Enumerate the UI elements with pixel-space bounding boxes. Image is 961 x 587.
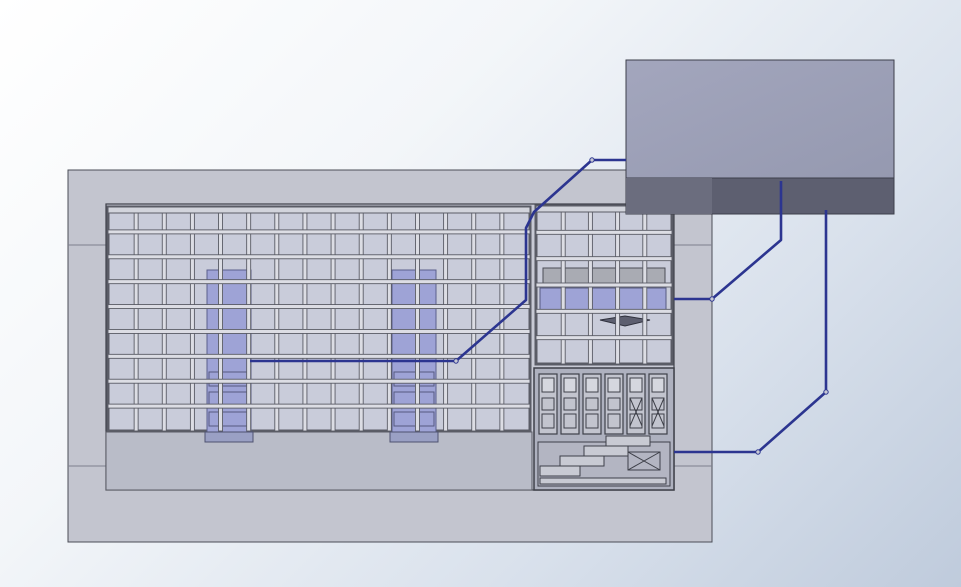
cabinet-slot-head [563,377,577,393]
support-bracket [393,411,435,427]
cabinet-slot-module [607,413,621,429]
cabinet-slot-head [585,377,599,393]
cabinet-step [539,465,581,477]
grid-beam-vertical [330,206,336,432]
cable-nodes [453,157,829,455]
cable-node [589,157,595,163]
cable-node [709,296,715,302]
cabinet-slot-head [629,377,643,393]
cabinet-cross-brace [629,397,643,427]
cable-2[interactable] [674,181,783,301]
cabinet-step [559,455,605,467]
cable-node [453,358,459,364]
grid-beam-horizontal [107,279,531,285]
grid-beam-horizontal [107,304,531,310]
small-grid-frame[interactable] [534,204,674,366]
cabinet-slot-module [651,397,665,411]
large-grid-border [106,205,532,433]
small-grid-beam-horizontal [535,335,673,341]
grid-beam-vertical [133,206,139,432]
grid-beam-horizontal [107,378,531,384]
equipment-cabinet[interactable] [533,367,675,491]
grid-beam-horizontal [107,229,531,235]
small-grid-beam-horizontal [535,308,673,314]
cabinet-slot-module [563,413,577,429]
cabinet-slot-module [585,397,599,411]
cabinet-slot-head [607,377,621,393]
cabinet-step [583,445,629,457]
cable-node [755,449,761,455]
cabinet-slot-module [541,397,555,411]
grid-beam-vertical [386,206,392,432]
cabinet-slot-module [651,413,665,429]
grid-beam-vertical [471,206,477,432]
grid-beam-vertical [189,206,195,432]
control-box[interactable] [625,59,895,215]
grid-beam-vertical [443,206,449,432]
grid-beam-vertical [415,206,420,432]
support-foot-2 [389,431,439,443]
cabinet-slot-head [541,377,555,393]
cabinet-slot-module [541,413,555,429]
grid-beam-vertical [246,206,252,432]
cable-3[interactable] [674,210,828,454]
grid-beam-vertical [274,206,280,432]
cabinet-lower-frame [627,451,661,471]
grid-beam-vertical [161,206,167,432]
cabinet-lower-brace [627,451,661,471]
small-grid-beam-horizontal [535,256,673,262]
grid-beam-vertical [358,206,364,432]
cabinet-step [605,435,651,447]
cable-node [823,389,829,395]
grid-beam-horizontal [107,353,531,359]
cabinet-slot-head [651,377,665,393]
cabinet-slot-module [563,397,577,411]
control-box-overlap [626,178,712,214]
cabinet-cross-brace [651,397,665,427]
cabinet-step [539,477,667,485]
grid-beam-horizontal [107,254,531,260]
grid-beam-vertical [218,206,223,432]
grid-beam-horizontal [107,403,531,409]
small-grid-beam-horizontal [535,282,673,288]
grid-beam-horizontal [107,328,531,334]
cabinet-slot-module [629,397,643,411]
small-grid-beam-horizontal [535,229,673,235]
cabinet-slot-module [629,413,643,429]
cabinet-slot-module [607,397,621,411]
control-box-top [625,59,895,179]
cabinet-slot-module [585,413,599,429]
lower-deck [105,431,533,491]
large-grid-rim [107,206,531,214]
grid-beam-vertical [302,206,308,432]
support-foot-1 [204,431,254,443]
large-grid-frame[interactable] [106,205,532,443]
